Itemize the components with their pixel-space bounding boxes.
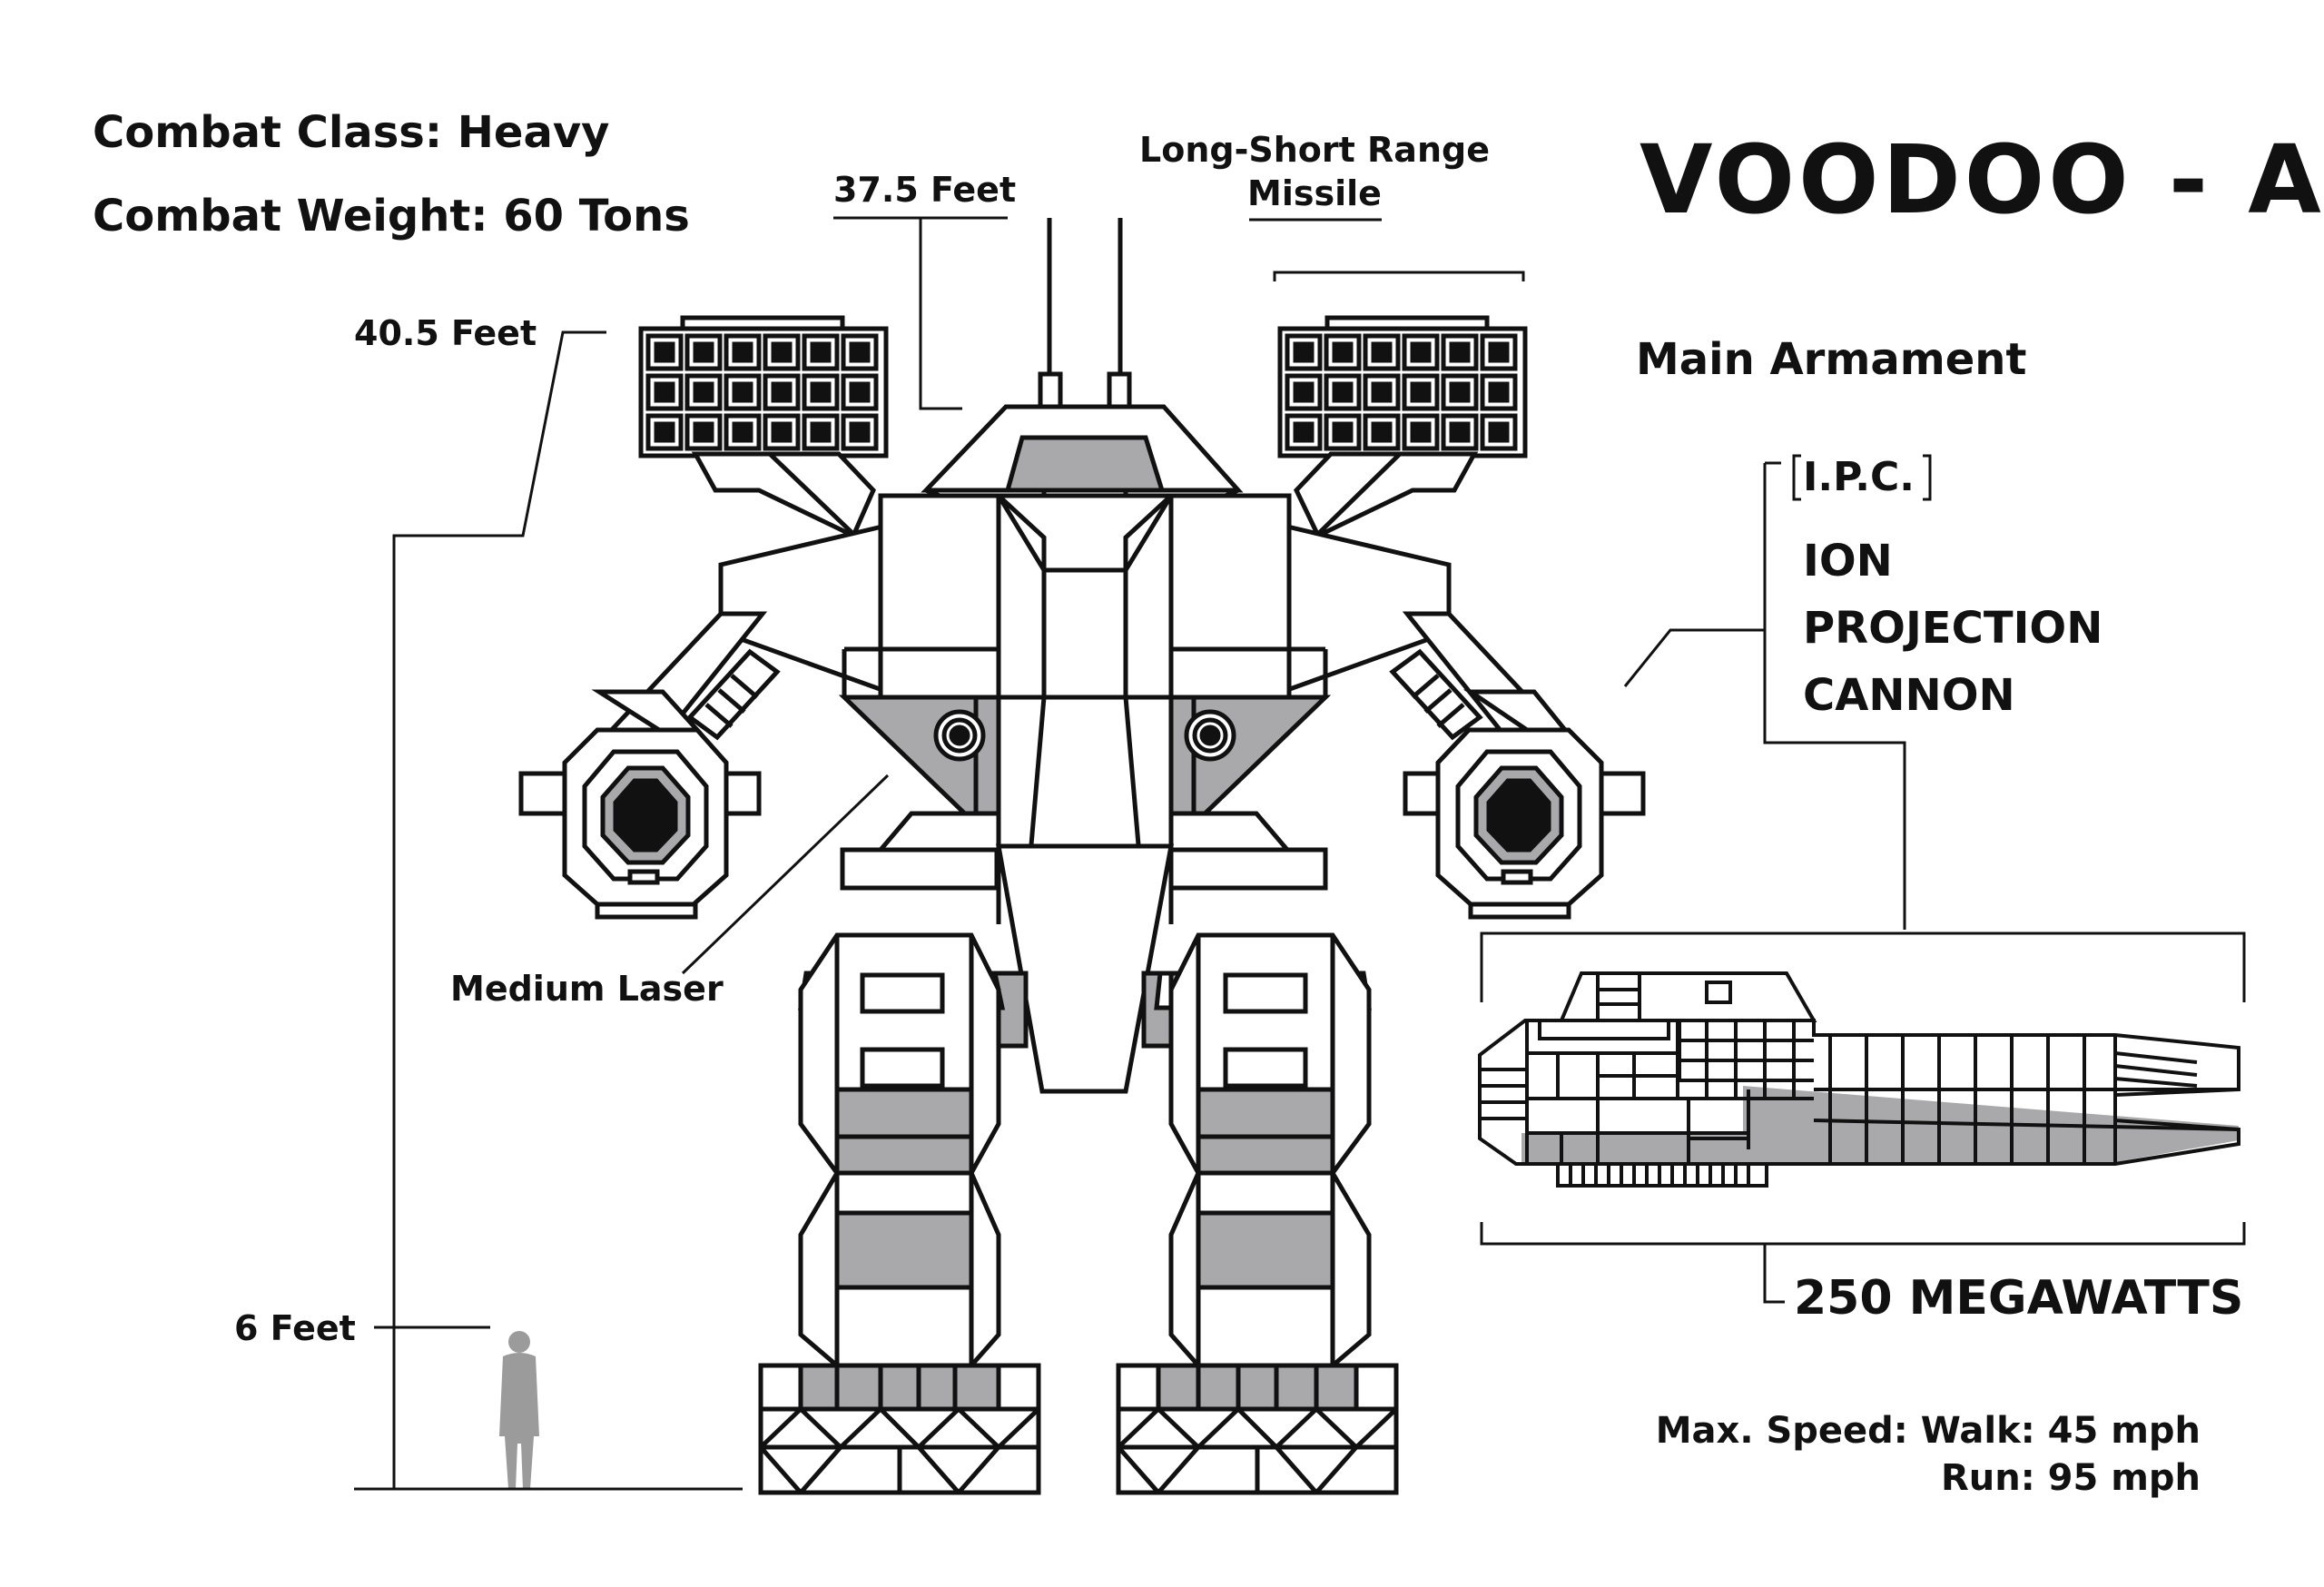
cannon-name-line3: CANNON bbox=[1803, 670, 2015, 721]
ion-cannon-icon bbox=[1478, 971, 2240, 1188]
missile-tube-core bbox=[771, 381, 793, 403]
power-output-label: 250 MEGAWATTS bbox=[1794, 1271, 2244, 1326]
missile-tube-core bbox=[810, 381, 832, 403]
missile-tube bbox=[1285, 333, 1323, 371]
missile-tube-core bbox=[732, 421, 753, 443]
missile-label-line2: Missile bbox=[1247, 173, 1382, 213]
height-label: 37.5 Feet bbox=[833, 170, 1017, 210]
left-hexagon-cannon-icon bbox=[518, 689, 762, 920]
missile-tube-core bbox=[1332, 341, 1354, 363]
missile-tube-core bbox=[1371, 381, 1393, 403]
missile-tube bbox=[802, 373, 840, 411]
medium-laser-label: Medium Laser bbox=[450, 969, 724, 1009]
left-laser-port-icon bbox=[933, 709, 986, 762]
missile-tube-core bbox=[1371, 421, 1393, 443]
missile-tube bbox=[1363, 413, 1401, 451]
missile-tube-core bbox=[849, 381, 871, 403]
missile-tube-core bbox=[771, 421, 793, 443]
dimension-lines bbox=[354, 216, 2246, 1491]
missile-tube-core bbox=[732, 341, 753, 363]
missile-label-line1: Long-Short Range bbox=[1139, 130, 1490, 170]
missile-tube-core bbox=[1371, 341, 1393, 363]
ipc-abbreviation: I.P.C. bbox=[1803, 454, 1915, 500]
missile-tube-core bbox=[693, 381, 714, 403]
missile-tube-core bbox=[693, 421, 714, 443]
missile-tube-core bbox=[654, 421, 675, 443]
missile-tube-core bbox=[810, 421, 832, 443]
missile-tube bbox=[1402, 333, 1440, 371]
missile-tube bbox=[763, 413, 801, 451]
missile-tube bbox=[841, 333, 879, 371]
missile-tube-core bbox=[732, 381, 753, 403]
missile-tube-core bbox=[1410, 381, 1432, 403]
missile-tube-core bbox=[771, 341, 793, 363]
run-speed-label: Run: 95 mph bbox=[1940, 1457, 2201, 1499]
right-leg bbox=[1116, 932, 1399, 1495]
mech-title: VOODOO - A bbox=[1640, 124, 2324, 235]
human-silhouette-icon bbox=[499, 1331, 539, 1489]
right-laser-port-icon bbox=[1184, 709, 1236, 762]
missile-tube-core bbox=[1488, 381, 1510, 403]
missile-tube bbox=[763, 333, 801, 371]
shoulder-height-label: 40.5 Feet bbox=[354, 313, 537, 353]
missile-tube-core bbox=[693, 341, 714, 363]
missile-tube-core bbox=[1332, 381, 1354, 403]
cannon-name-line1: ION bbox=[1803, 536, 1893, 586]
missile-tube-core bbox=[1293, 381, 1315, 403]
missile-tube-core bbox=[1410, 341, 1432, 363]
missile-tube-core bbox=[1410, 421, 1432, 443]
walk-speed-label: Max. Speed: Walk: 45 mph bbox=[1655, 1410, 2201, 1452]
missile-tube-core bbox=[1332, 421, 1354, 443]
missile-tube bbox=[724, 373, 762, 411]
combat-weight-label: Combat Weight: 60 Tons bbox=[93, 191, 690, 242]
missile-tube-core bbox=[1488, 421, 1510, 443]
missile-tube-core bbox=[654, 341, 675, 363]
missile-tube bbox=[1480, 413, 1518, 451]
ipc-brackets bbox=[1792, 454, 1932, 501]
missile-tube-core bbox=[1449, 381, 1471, 403]
antenna-array bbox=[1038, 218, 1132, 409]
left-leg bbox=[758, 932, 1041, 1495]
cannon-name-line2: PROJECTION bbox=[1803, 603, 2103, 654]
missile-tube-core bbox=[1293, 421, 1315, 443]
missile-tube bbox=[802, 333, 840, 371]
mech-head bbox=[921, 404, 1244, 540]
missile-tube-core bbox=[1449, 421, 1471, 443]
missile-tube-core bbox=[1293, 341, 1315, 363]
left-missile-pod-icon bbox=[638, 315, 889, 539]
missile-tube-core bbox=[1488, 341, 1510, 363]
missile-tube-core bbox=[1449, 341, 1471, 363]
right-missile-pod-icon bbox=[1277, 315, 1528, 539]
missile-tube-core bbox=[810, 341, 832, 363]
right-hexagon-cannon-icon bbox=[1403, 689, 1646, 920]
main-armament-heading: Main Armament bbox=[1636, 334, 2027, 385]
combat-class-label: Combat Class: Heavy bbox=[93, 107, 610, 158]
human-height-label: 6 Feet bbox=[234, 1308, 356, 1348]
missile-tube-core bbox=[654, 381, 675, 403]
missile-tube-core bbox=[849, 421, 871, 443]
missile-tube-core bbox=[849, 341, 871, 363]
